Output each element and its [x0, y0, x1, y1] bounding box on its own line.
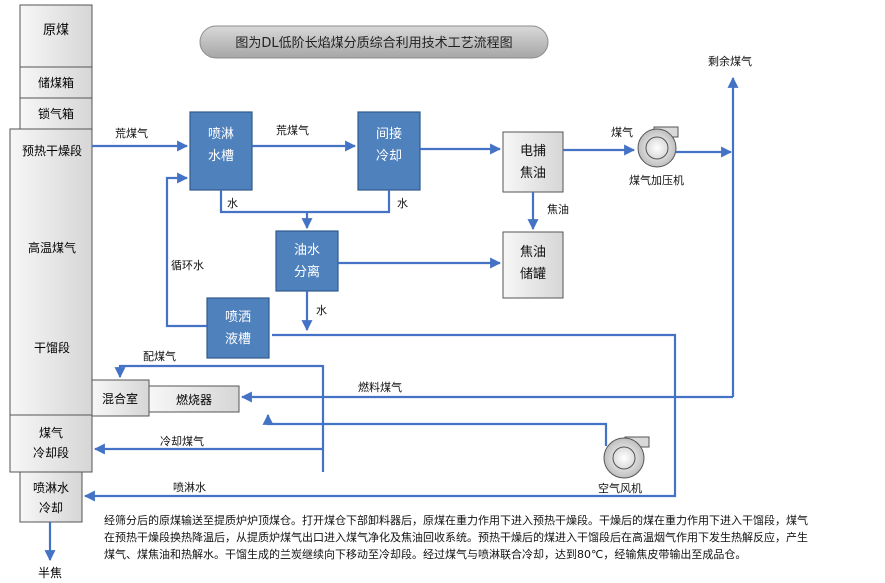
furnace-body	[9, 128, 93, 416]
spray-liquid-label-1: 喷洒	[225, 310, 251, 325]
tar-tank-label-2: 储罐	[520, 267, 546, 282]
carbonize-label: 干馏段	[34, 340, 70, 355]
mixing-room-label: 混合室	[102, 391, 138, 406]
gas-cooling-label-2: 冷却段	[33, 445, 69, 460]
tar-tank-label-1: 焦油	[520, 245, 546, 260]
label-fuel-gas: 燃料煤气	[358, 380, 402, 394]
label-cooling-gas: 冷却煤气	[160, 434, 204, 448]
hot-gas-label: 高温煤气	[28, 240, 76, 255]
oil-water-label-1: 油水	[294, 243, 320, 258]
label-water-1: 水	[227, 197, 238, 210]
spray-water-tank-box	[189, 111, 253, 191]
title-text: 图为DL低阶长焰煤分质综合利用技术工艺流程图	[235, 36, 512, 51]
spray-tank-label-2: 水槽	[208, 149, 234, 164]
electric-tar-trap-box	[502, 131, 564, 193]
mixing-room-box	[91, 379, 150, 417]
gas-compressor	[637, 126, 679, 168]
label-water-3: 水	[316, 304, 327, 317]
spray-cooling-label-2: 冷却	[39, 501, 63, 515]
semi-coke-label: 半焦	[38, 566, 62, 580]
tar-storage-tank-box	[502, 231, 564, 299]
air-fan	[603, 436, 650, 479]
lock-bin-box	[19, 97, 93, 130]
label-surplus-gas: 剩余煤气	[708, 54, 752, 68]
electric-trap-label-1: 电捕	[520, 143, 546, 159]
label-spray-water: 喷淋水	[173, 481, 206, 494]
furnace-column	[9, 4, 93, 523]
label-tar: 焦油	[547, 202, 569, 216]
label-gas: 煤气	[611, 125, 633, 139]
gas-cooling-section	[9, 414, 93, 473]
raw-coal-label: 原煤	[43, 23, 69, 38]
description-line-1: 经筛分后的原煤输送至提质炉炉顶煤仓。打开煤仓下部卸料器后，原煤在重力作用下进入预…	[104, 514, 808, 527]
storage-bin-label: 储煤箱	[38, 75, 74, 90]
label-water-2: 水	[397, 197, 408, 210]
flow-mix-gas	[114, 364, 323, 379]
preheat-label: 预热干燥段	[22, 143, 82, 158]
flow-water-from-indirect-cool	[307, 190, 391, 214]
burner-label: 燃烧器	[176, 392, 212, 407]
label-mix-gas: 配煤气	[143, 349, 176, 363]
oil-water-label-2: 分离	[294, 264, 320, 280]
raw-coal-box	[19, 4, 93, 68]
indirect-cool-label-1: 间接	[376, 126, 402, 142]
flow-air-to-burner	[262, 413, 608, 446]
process-description: 经筛分后的原煤输送至提质炉炉顶煤仓。打开煤仓下部卸料器后，原煤在重力作用下进入预…	[104, 512, 882, 563]
lock-bin-label: 锁气箱	[38, 106, 74, 121]
indirect-cooling-box	[357, 111, 421, 191]
gas-cooling-label-1: 煤气	[39, 425, 63, 440]
spray-tank-label-1: 喷淋	[208, 127, 234, 142]
storage-bin-box	[19, 66, 93, 99]
flow-lines	[44, 76, 739, 562]
oil-water-separation-box	[275, 230, 339, 292]
label-air-fan: 空气风机	[598, 481, 642, 495]
spray-cooling-label-1: 喷淋水	[33, 481, 69, 495]
burner-box	[148, 385, 240, 413]
flow-water-from-spray-tank	[219, 190, 307, 214]
label-compressor: 煤气加压机	[629, 173, 684, 187]
label-crude-gas-2: 荒煤气	[276, 123, 309, 137]
description-line-2: 在预热干燥段换热降温后，从提质炉煤气出口进入煤气净化及焦油回收系统。预热干燥后的…	[104, 531, 808, 544]
indirect-cool-label-2: 冷却	[376, 149, 402, 164]
spray-liquid-label-2: 液槽	[225, 332, 251, 347]
flow-spray-water-loop	[83, 333, 677, 502]
spray-liquid-tank-box	[206, 297, 270, 359]
label-crude-gas-1: 荒煤气	[115, 126, 148, 140]
flow-circulating-water	[165, 172, 207, 328]
label-circulating-water: 循环水	[171, 259, 204, 272]
diagram-title: 图为DL低阶长焰煤分质综合利用技术工艺流程图	[199, 25, 549, 59]
electric-trap-label-2: 焦油	[520, 166, 546, 181]
description-line-3: 煤气、煤焦油和热解水。干馏生成的兰炭继续向下移动至冷却段。经过煤气与喷淋联合冷却…	[104, 548, 747, 561]
